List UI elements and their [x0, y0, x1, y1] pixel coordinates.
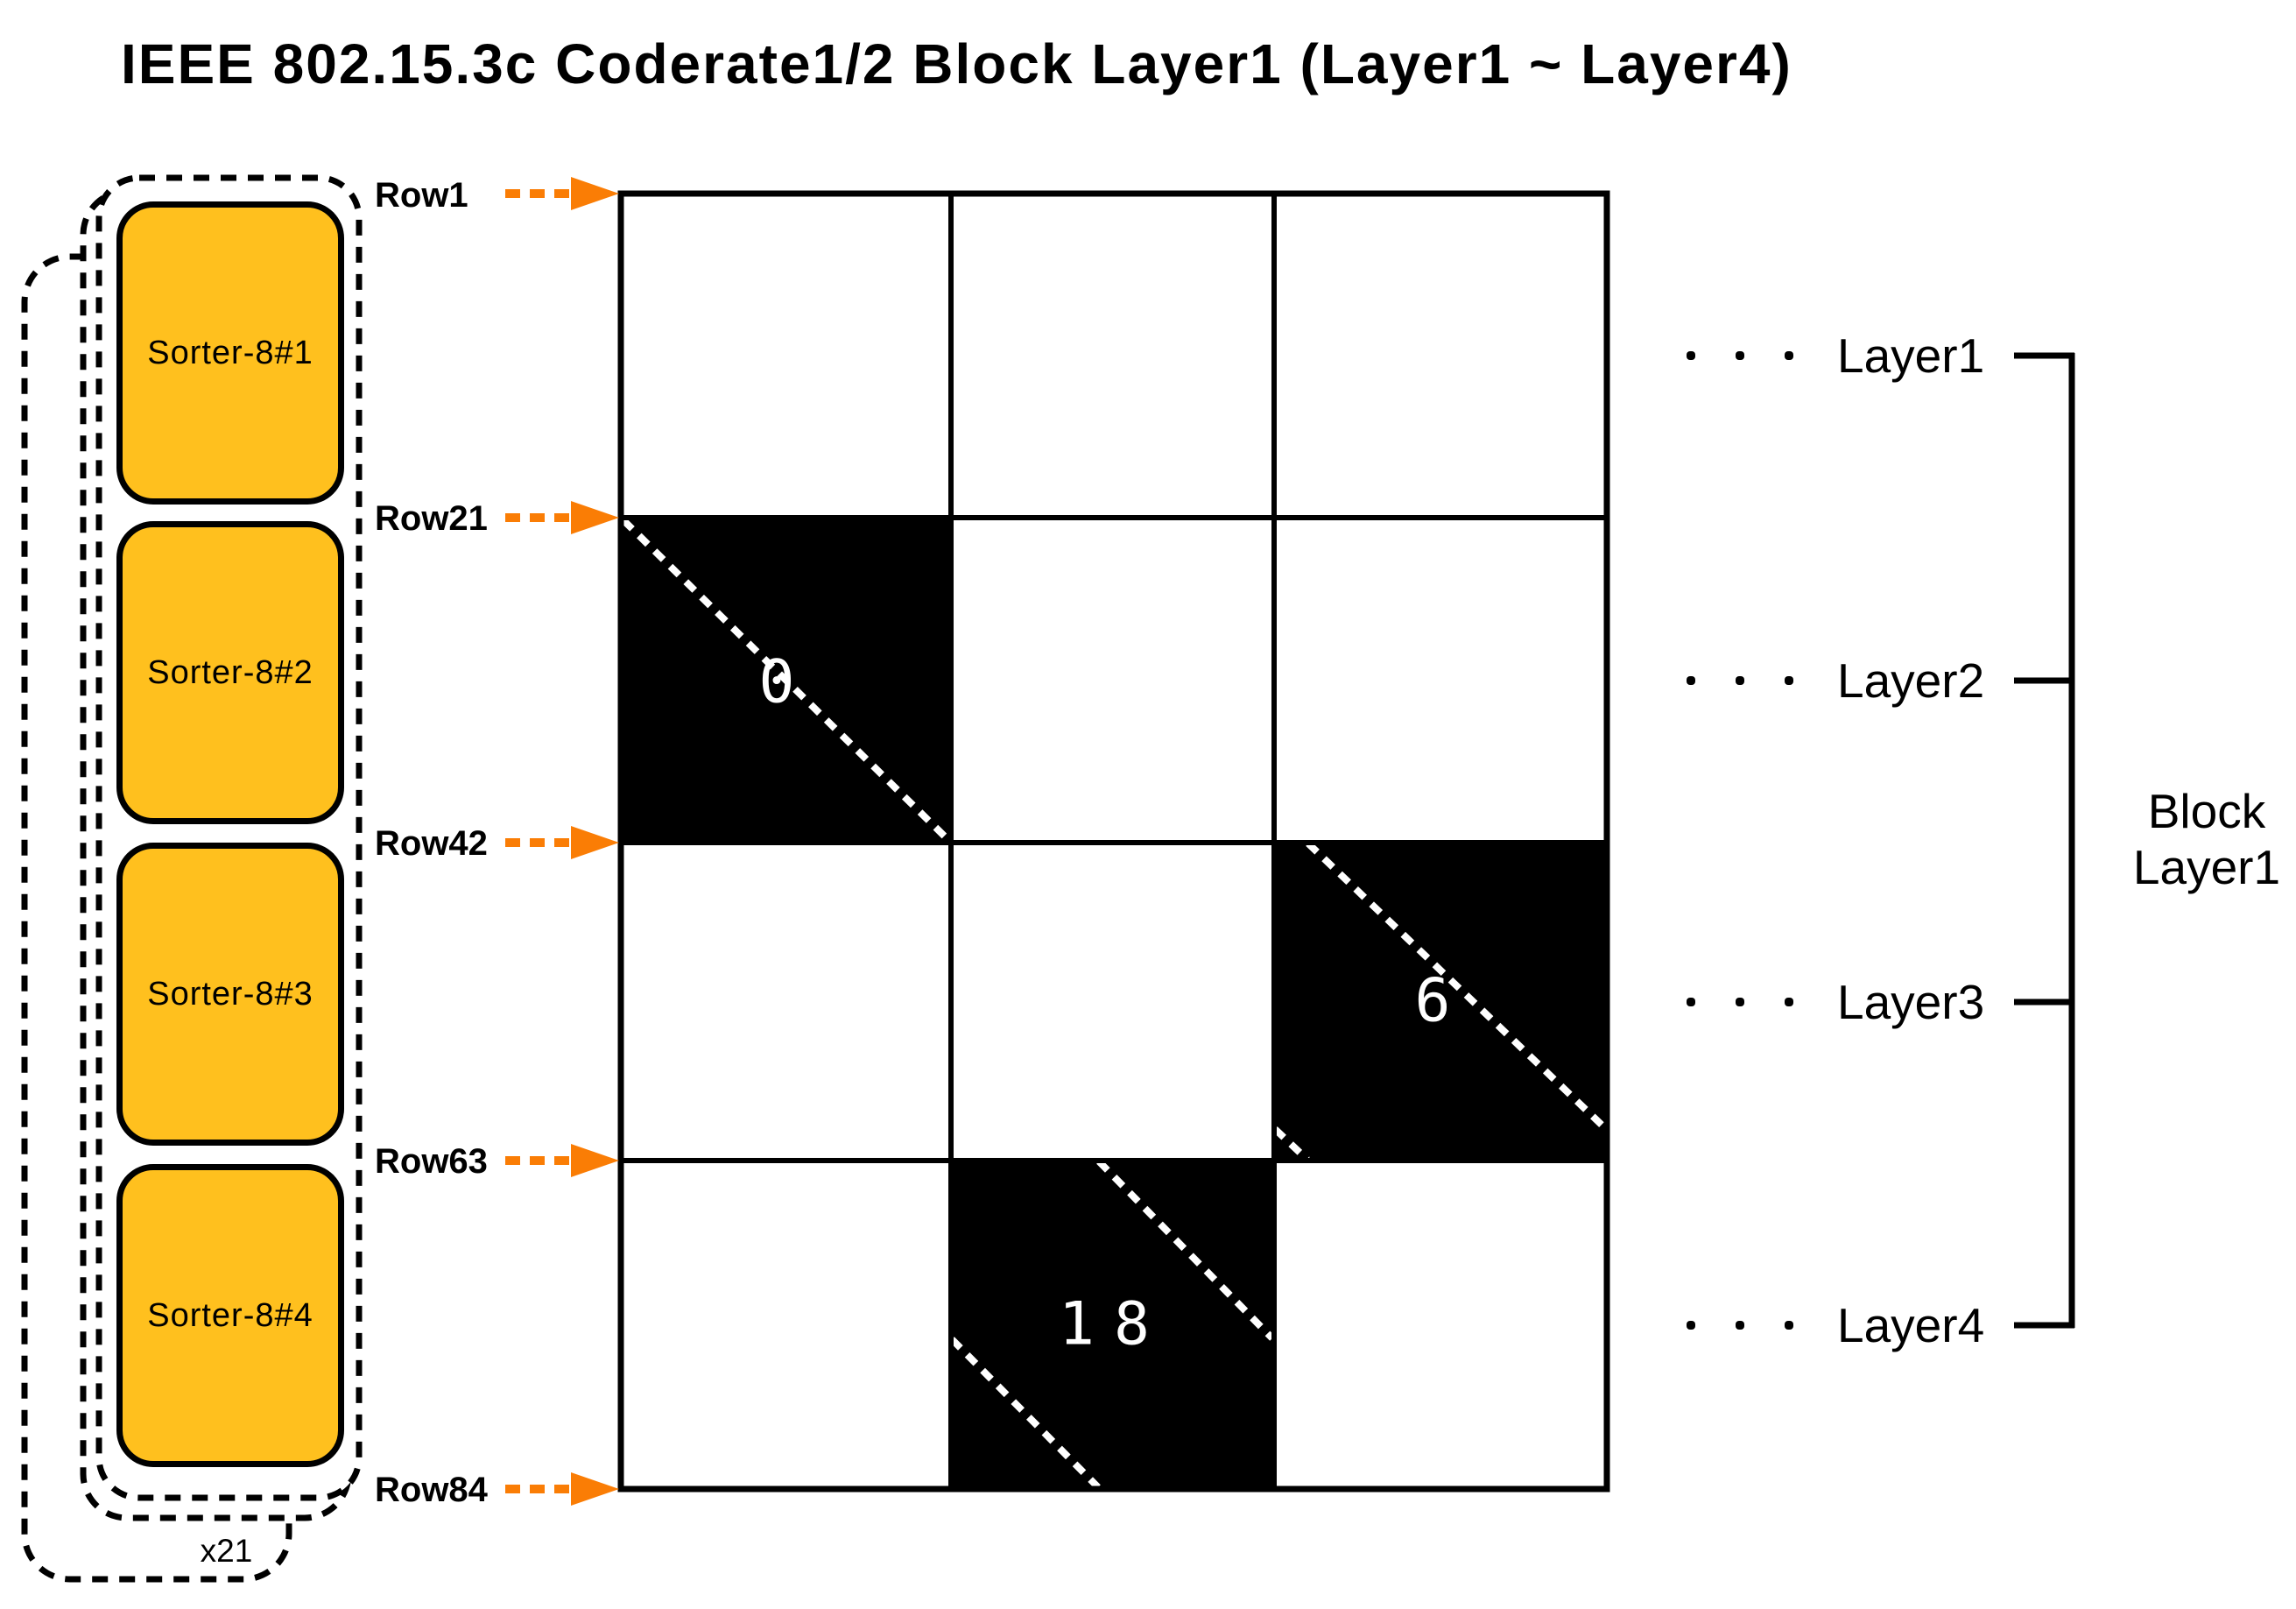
matrix-grid [617, 190, 1610, 1493]
sorter-box-1-label: Sorter-8#1 [147, 334, 313, 371]
sorter-box-4: Sorter-8#4 [116, 1164, 344, 1467]
dot-icon [1785, 1321, 1793, 1330]
dot-icon [1785, 351, 1793, 360]
black-cell-row4-col2 [951, 1161, 1274, 1489]
row1-arrow-icon [505, 177, 619, 210]
diagonal-shift18-main [1096, 1159, 1275, 1341]
dot-icon [1736, 998, 1744, 1006]
sorter-box-2: Sorter-8#2 [116, 521, 344, 824]
shift-value-0: 0 [758, 647, 814, 717]
dot-icon [1687, 998, 1695, 1006]
dot-icon [1785, 998, 1793, 1006]
sorter-box-3: Sorter-8#3 [116, 843, 344, 1146]
row-arrow-icons [505, 177, 619, 1506]
layer3-ellipsis-icon [1687, 998, 1793, 1006]
diagonal-shift0 [621, 518, 951, 843]
dot-icon [1736, 351, 1744, 360]
dot-icon [1736, 1321, 1744, 1330]
layer4-label: Layer4 [1837, 1298, 1985, 1352]
layer4-ellipsis-icon [1687, 1321, 1793, 1330]
row-marker-row84: Row84 [375, 1471, 488, 1509]
layer2-ellipsis-icon [1687, 676, 1793, 685]
dot-icon [1687, 676, 1695, 685]
dot-icon [1687, 1321, 1695, 1330]
row-marker-row63: Row63 [375, 1142, 488, 1181]
row63-arrow-icon [505, 1144, 619, 1177]
block-layer-caption-line1: Block [2147, 784, 2266, 838]
block-layer-caption: Block Layer1 [2093, 783, 2296, 895]
row42-arrow-icon [505, 826, 619, 859]
row84-arrow-icon [505, 1472, 619, 1506]
layer3-label: Layer3 [1837, 975, 1985, 1029]
page-title: IEEE 802.15.3c Coderate1/2 Block Layer1 … [121, 32, 1792, 95]
row-marker-row42: Row42 [375, 824, 488, 863]
shift-diagonals [621, 518, 1608, 1490]
shift-value-6: 6 [1414, 966, 1470, 1036]
shift-value-18: 18 [1059, 1289, 1169, 1359]
dot-icon [1687, 351, 1695, 360]
stack-repeat-count: x21 [200, 1533, 253, 1569]
row21-arrow-icon [505, 501, 619, 534]
black-cell-row3-col3 [1274, 843, 1607, 1161]
dot-icon [1736, 676, 1744, 685]
diagonal-shift6-main [1306, 841, 1608, 1131]
block-layer-caption-line2: Layer1 [2132, 840, 2281, 894]
sorter-box-3-label: Sorter-8#3 [147, 975, 313, 1013]
sorter-box-1: Sorter-8#1 [116, 201, 344, 505]
row-marker-row21: Row21 [375, 499, 488, 538]
dot-icon [1785, 676, 1793, 685]
sorter-box-2-label: Sorter-8#2 [147, 653, 313, 691]
layer-bracket [2014, 352, 2075, 1329]
row-marker-row1: Row1 [375, 176, 468, 215]
diagonal-shift6-wrap [1272, 1126, 1310, 1162]
layer1-label: Layer1 [1837, 328, 1985, 383]
layer1-ellipsis-icon [1687, 351, 1793, 360]
sorter-box-4-label: Sorter-8#4 [147, 1296, 313, 1334]
layer2-label: Layer2 [1837, 653, 1985, 708]
